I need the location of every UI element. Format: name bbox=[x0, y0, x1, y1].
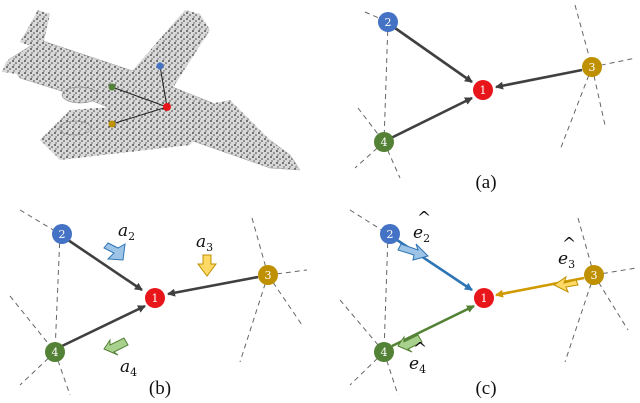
edge-e3 bbox=[495, 276, 585, 298]
hat-e2: ^ bbox=[417, 208, 431, 228]
node-1-a: 1 bbox=[473, 80, 493, 100]
label-a4: a4 bbox=[120, 357, 137, 379]
edge-feature-e3-marker bbox=[553, 275, 579, 294]
node-3-b: 3 bbox=[258, 265, 278, 285]
node-3-c: 3 bbox=[584, 265, 604, 285]
hat-e4: ^ bbox=[413, 339, 427, 359]
svg-text:3: 3 bbox=[591, 269, 598, 282]
svg-text:4: 4 bbox=[381, 346, 388, 359]
attention-arrow-a2 bbox=[103, 242, 126, 261]
node-4-c: 4 bbox=[374, 342, 394, 362]
edge-feature-e2-marker bbox=[397, 243, 429, 261]
attention-arrow-a3 bbox=[197, 254, 217, 277]
airplane-point-cloud-icon bbox=[2, 10, 301, 171]
svg-text:3: 3 bbox=[265, 269, 272, 282]
svg-text:4: 4 bbox=[381, 136, 388, 149]
panel-b: a2 a3 a4 2 1 3 4 (b) bbox=[9, 209, 308, 399]
label-e4: e4 bbox=[409, 354, 426, 376]
svg-text:4: 4 bbox=[52, 346, 59, 359]
attention-arrow-a4 bbox=[103, 337, 129, 356]
edge-e4 bbox=[391, 304, 475, 348]
node-1-c: 1 bbox=[474, 288, 494, 308]
svg-text:1: 1 bbox=[481, 292, 488, 305]
label-e3: e3 bbox=[558, 249, 575, 271]
panel-c: e2 ^ e3 ^ e4 ^ 2 1 3 4 (c) bbox=[339, 208, 637, 399]
node-4-b: 4 bbox=[45, 342, 65, 362]
svg-text:2: 2 bbox=[387, 228, 394, 241]
svg-text:2: 2 bbox=[385, 16, 392, 29]
svg-text:1: 1 bbox=[480, 84, 487, 97]
hat-e3: ^ bbox=[562, 234, 576, 254]
panel-a: 2 1 3 4 (a) bbox=[354, 4, 637, 193]
caption-b: (b) bbox=[149, 378, 171, 399]
node-3-a: 3 bbox=[582, 57, 602, 77]
svg-text:3: 3 bbox=[589, 61, 596, 74]
caption-c: (c) bbox=[475, 378, 496, 399]
svg-text:1: 1 bbox=[152, 292, 159, 305]
node-2-b: 2 bbox=[52, 224, 72, 244]
label-a3: a3 bbox=[196, 232, 213, 254]
node-2-a: 2 bbox=[378, 12, 398, 32]
caption-a: (a) bbox=[475, 172, 496, 193]
edge-feature-e4-marker bbox=[397, 334, 423, 353]
node-2-c: 2 bbox=[380, 224, 400, 244]
label-a2: a2 bbox=[118, 221, 135, 243]
node-4-a: 4 bbox=[374, 132, 394, 152]
svg-text:2: 2 bbox=[59, 228, 66, 241]
node-1-b: 1 bbox=[145, 288, 165, 308]
label-e2: e2 bbox=[413, 223, 430, 245]
